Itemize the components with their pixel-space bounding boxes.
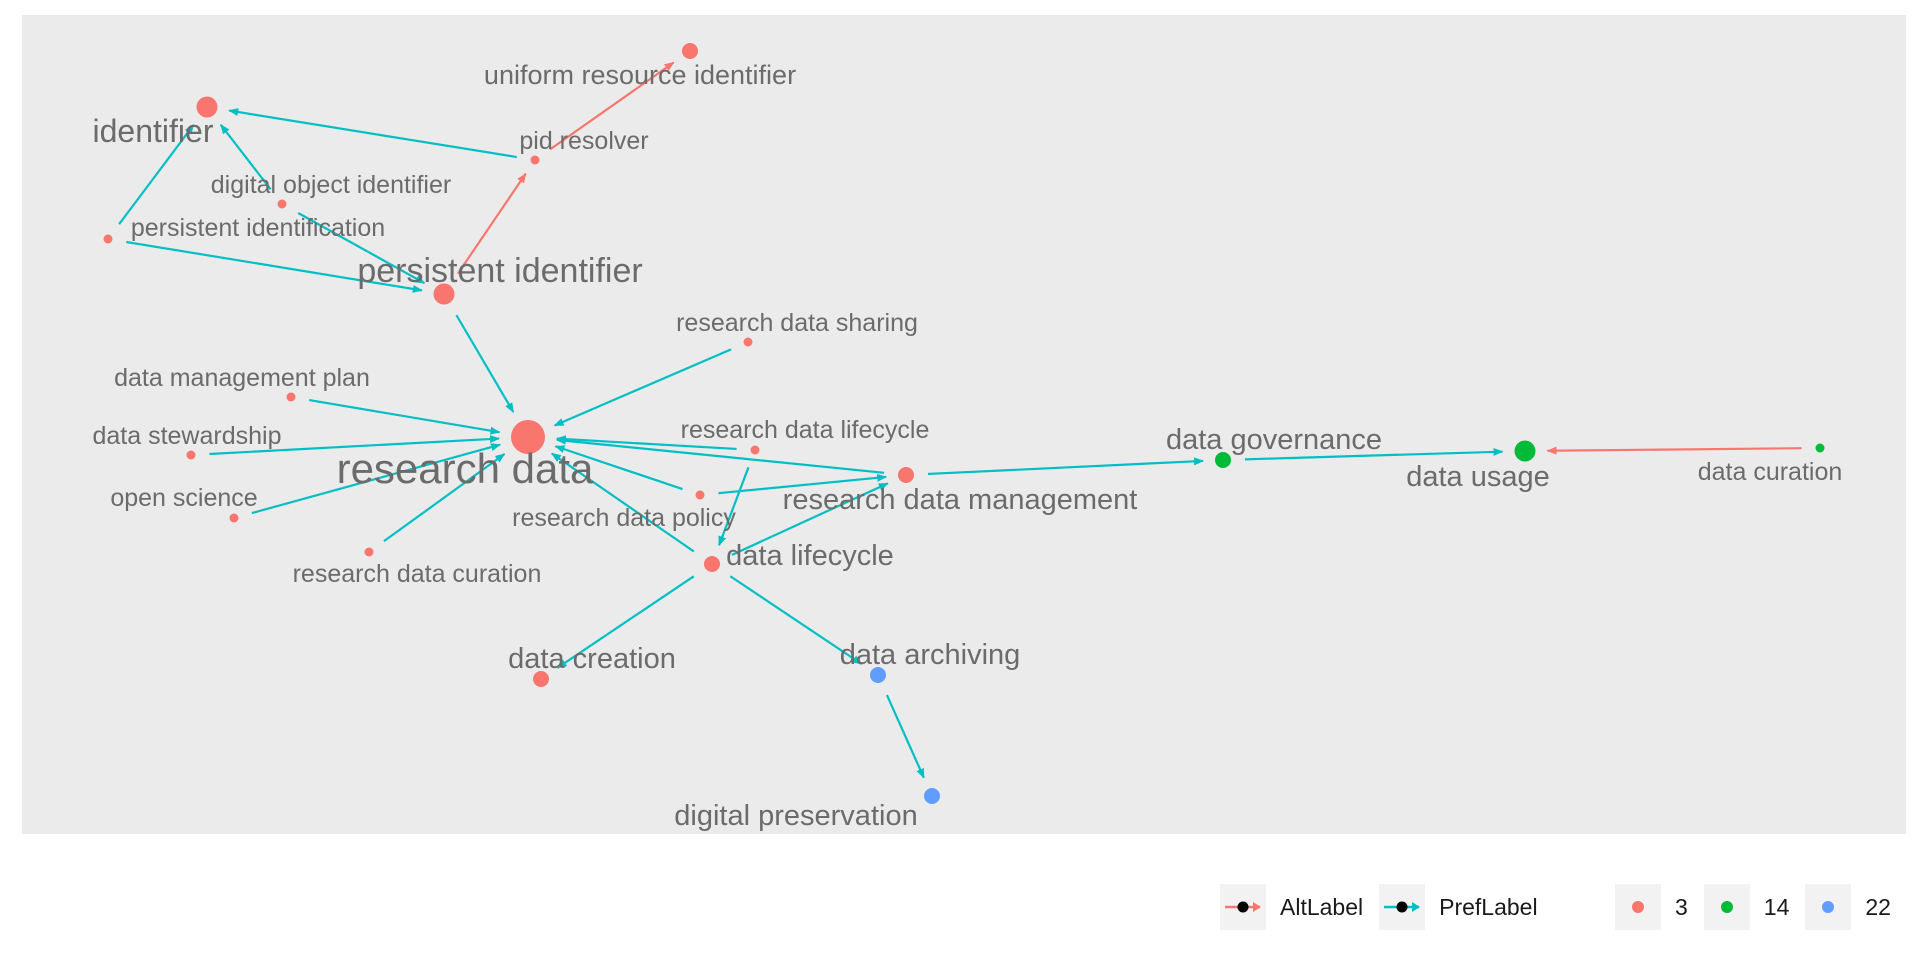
node-research-data-management	[898, 467, 914, 483]
node-data-management-plan	[286, 392, 296, 402]
legend-key-group-22	[1805, 884, 1852, 930]
node-data-stewardship	[186, 450, 196, 460]
node-label-open-science: open science	[110, 484, 257, 512]
node-label-data-curation: data curation	[1698, 458, 1843, 486]
node-data-lifecycle	[704, 556, 720, 572]
edge-preflabel	[551, 452, 695, 553]
node-label-research-data-management: research data management	[783, 484, 1138, 516]
edge-preflabel	[383, 453, 506, 543]
node-data-archiving	[870, 667, 886, 683]
node-label-data-governance: data governance	[1166, 424, 1382, 456]
node-label-digital-preservation: digital preservation	[674, 800, 917, 832]
node-research-data	[511, 420, 545, 454]
edge-preflabel	[118, 124, 195, 225]
group-legend: 3 14 22	[1615, 882, 1907, 932]
node-label-persistent-identifier: persistent identifier	[357, 252, 642, 290]
node-digital-preservation	[924, 788, 940, 804]
node-label-data-stewardship: data stewardship	[92, 422, 281, 450]
node-label-uniform-resource-identifier: uniform resource identifier	[484, 60, 796, 90]
node-label-data-usage: data usage	[1406, 461, 1550, 493]
legend-key-group-14	[1703, 884, 1750, 930]
node-identifier	[196, 96, 218, 118]
edge-preflabel	[556, 575, 695, 669]
node-label-identifier: identifier	[93, 113, 214, 149]
edge-preflabel	[555, 435, 737, 451]
edge-preflabel	[555, 436, 885, 474]
legend-label-preflabel: PrefLabel	[1439, 893, 1538, 920]
legend-key-group-3	[1615, 884, 1661, 930]
node-label-research-data-sharing: research data sharing	[676, 309, 918, 337]
legend-key-preflabel	[1379, 884, 1426, 930]
edge-preflabel	[126, 240, 423, 293]
edge-altlabel	[456, 172, 527, 275]
edge-preflabel	[209, 435, 501, 456]
node-persistent-identification	[103, 234, 113, 244]
node-uniform-resource-identifier	[682, 43, 698, 59]
group-3-dot-icon	[1632, 901, 1644, 913]
edge-preflabel	[718, 466, 750, 547]
edge-altlabel	[1546, 446, 1802, 455]
node-persistent-identifier	[433, 283, 455, 305]
edge-preflabel	[729, 575, 863, 665]
node-pid-resolver	[530, 155, 540, 165]
edge-preflabel	[251, 443, 502, 515]
node-label-data-lifecycle: data lifecycle	[726, 540, 894, 572]
edge-preflabel	[731, 482, 889, 556]
preflabel-arrow-icon	[1384, 901, 1421, 913]
legend-key-altlabel	[1220, 884, 1266, 930]
legend-label-altlabel: AltLabel	[1280, 893, 1364, 920]
node-label-persistent-identification: persistent identification	[131, 214, 385, 242]
node-label-digital-object-identifier: digital object identifier	[211, 171, 451, 199]
altlabel-arrow-icon	[1225, 901, 1261, 913]
edge-preflabel	[1244, 447, 1504, 461]
node-research-data-sharing	[743, 337, 753, 347]
node-label-pid-resolver: pid resolver	[519, 127, 648, 155]
edge-preflabel	[297, 212, 426, 285]
node-label-research-data: research data	[337, 445, 594, 492]
group-22-dot-icon	[1822, 901, 1835, 913]
edge-preflabel	[553, 348, 732, 427]
node-digital-object-identifier	[277, 199, 287, 209]
node-research-data-lifecycle	[750, 445, 760, 455]
plot-panel	[22, 15, 1906, 834]
edge-preflabel	[219, 124, 272, 191]
legend-label-group-3: 3	[1675, 893, 1688, 920]
label-layer: uniform resource identifier identifier pid…	[92, 60, 1842, 832]
legend-label-group-14: 14	[1763, 893, 1790, 920]
edge-preflabel	[927, 457, 1205, 476]
node-label-data-archiving: data archiving	[840, 639, 1021, 671]
node-research-data-curation	[364, 547, 374, 557]
edge-preflabel	[309, 398, 501, 435]
edge-layer	[118, 61, 1802, 779]
node-label-data-management-plan: data management plan	[114, 364, 370, 392]
node-open-science	[229, 513, 239, 523]
edge-preflabel	[554, 445, 683, 491]
node-data-curation	[1815, 443, 1825, 453]
edge-altlabel	[549, 61, 675, 151]
node-label-research-data-policy: research data policy	[512, 504, 736, 532]
node-layer	[103, 43, 1825, 804]
edge-type-legend: AltLabel PrefLabel	[1220, 882, 1554, 932]
edge-preflabel	[228, 108, 517, 159]
node-label-data-creation: data creation	[508, 643, 676, 675]
edge-preflabel	[885, 694, 925, 779]
node-research-data-policy	[695, 490, 705, 500]
node-label-research-data-curation: research data curation	[293, 560, 542, 588]
node-data-creation	[533, 671, 549, 687]
edge-preflabel	[455, 314, 515, 413]
node-label-research-data-lifecycle: research data lifecycle	[681, 416, 930, 444]
group-14-dot-icon	[1720, 901, 1733, 913]
node-data-usage	[1514, 440, 1536, 462]
legend-label-group-22: 22	[1865, 893, 1891, 920]
node-data-governance	[1215, 452, 1231, 468]
edge-preflabel	[718, 473, 888, 495]
